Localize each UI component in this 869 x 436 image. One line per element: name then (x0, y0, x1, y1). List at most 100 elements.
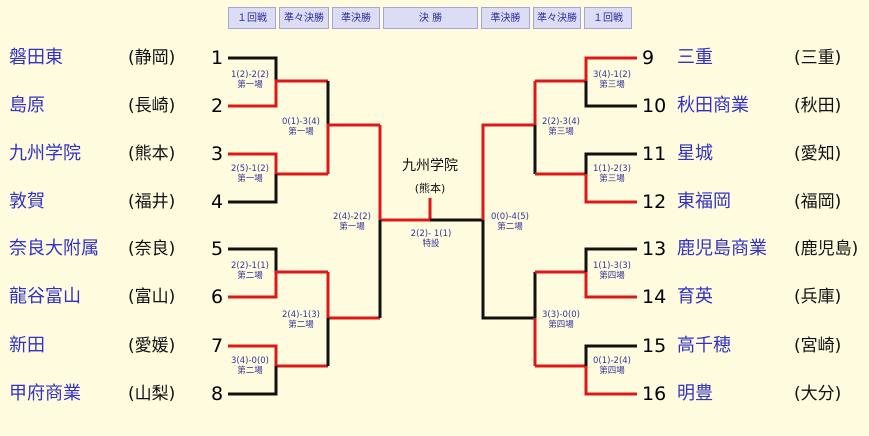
right-team-name[interactable]: 明豊 (677, 383, 713, 404)
right-team-pref: (大分) (794, 384, 842, 404)
right-team-pref: (三重) (794, 48, 842, 68)
right-team-seed: 10 (642, 95, 667, 117)
right-team-seed: 14 (642, 286, 667, 308)
score-text: 1(1)-2(3) (593, 164, 631, 174)
match-score-r1b[interactable]: 1(1)-2(3) 第三場 (587, 164, 637, 184)
left-team-pref: (福井) (128, 192, 176, 212)
match-score-l1d[interactable]: 3(4)-0(0) 第二場 (224, 356, 276, 376)
right-team-seed: 13 (642, 238, 667, 260)
left-team-name[interactable]: 島原 (9, 95, 45, 116)
match-score-r2b[interactable]: 3(3)-0(0) 第四場 (535, 310, 587, 330)
left-team-seed: 2 (211, 95, 224, 117)
left-r1-match-1 (228, 56, 328, 108)
match-score-r1a[interactable]: 3(4)-1(2) 第三場 (587, 70, 637, 90)
left-team-name[interactable]: 磐田東 (9, 47, 63, 68)
match-score-l2a[interactable]: 0(1)-3(4) 第一場 (274, 117, 328, 137)
match-score-l1c[interactable]: 2(2)-1(1) 第二場 (224, 261, 276, 281)
venue-text: 第一場 (237, 174, 263, 184)
left-r3-match (378, 125, 430, 318)
left-team-name[interactable]: 敦賀 (9, 191, 45, 212)
tab-quarterfinal-left[interactable]: 準々決勝 (279, 7, 329, 29)
tab-quarterfinal-right[interactable]: 準々決勝 (533, 7, 581, 29)
right-team-pref: (福岡) (794, 192, 842, 212)
left-r1-match-4 (228, 344, 328, 396)
match-score-l1b[interactable]: 2(5)-1(2) 第一場 (224, 164, 276, 184)
left-r1-match-3 (228, 247, 328, 299)
right-team-pref: (秋田) (794, 96, 842, 116)
right-team-pref: (兵庫) (794, 287, 842, 307)
right-r1-match-3 (535, 247, 637, 299)
right-team-seed: 11 (642, 143, 667, 165)
score-text: 1(1)-3(3) (593, 261, 631, 271)
right-team-pref: (鹿児島) (794, 239, 859, 259)
venue-text: 第四場 (599, 271, 625, 281)
left-team-pref: (奈良) (128, 239, 176, 259)
tab-semifinal-left[interactable]: 準決勝 (332, 7, 380, 29)
right-team-seed: 15 (642, 335, 667, 357)
match-score-r3[interactable]: 0(0)-4(5) 第二場 (484, 212, 536, 232)
left-team-seed: 6 (211, 286, 224, 308)
match-score-r1d[interactable]: 0(1)-2(4) 第四場 (587, 356, 637, 376)
venue-text: 第三場 (548, 127, 574, 137)
right-team-name[interactable]: 三重 (677, 47, 713, 68)
match-score-r2a[interactable]: 2(2)-3(4) 第三場 (535, 117, 587, 137)
venue-text: 第二場 (237, 366, 263, 376)
left-team-seed: 1 (211, 47, 224, 69)
venue-text: 第三場 (599, 80, 625, 90)
right-r1-match-2 (535, 152, 637, 204)
venue-text: 第二場 (497, 222, 523, 232)
venue-text: 第一場 (237, 80, 263, 90)
right-team-name[interactable]: 東福岡 (677, 191, 731, 212)
right-team-name[interactable]: 星城 (677, 143, 713, 164)
right-team-name[interactable]: 鹿児島商業 (677, 238, 767, 259)
score-text: 0(0)-4(5) (491, 212, 529, 222)
left-team-name[interactable]: 九州学院 (9, 143, 81, 164)
match-score-l3[interactable]: 2(4)-2(2) 第一場 (325, 212, 379, 232)
right-team-name[interactable]: 育英 (677, 286, 713, 307)
tab-semifinal-right[interactable]: 準決勝 (481, 7, 530, 29)
final-match (428, 198, 483, 222)
left-r2-match-1 (326, 81, 380, 174)
left-r1-match-2 (228, 152, 328, 204)
left-team-seed: 5 (211, 238, 224, 260)
venue-text: 第二場 (237, 271, 263, 281)
match-score-final[interactable]: 2(2)- 1(1) 特設 (396, 229, 466, 249)
right-team-name[interactable]: 秋田商業 (677, 95, 749, 116)
left-team-name[interactable]: 奈良大附属 (9, 238, 99, 259)
venue-text: 特設 (422, 239, 440, 249)
left-team-name[interactable]: 甲府商業 (9, 383, 81, 404)
left-team-seed: 3 (211, 143, 224, 165)
match-score-r1c[interactable]: 1(1)-3(3) 第四場 (587, 261, 637, 281)
venue-text: 第一場 (339, 222, 365, 232)
tab-round1-left[interactable]: １回戦 (228, 7, 276, 29)
left-team-name[interactable]: 龍谷富山 (9, 286, 81, 307)
left-team-pref: (静岡) (128, 48, 176, 68)
score-text: 3(4)-0(0) (231, 356, 269, 366)
right-r3-match (481, 123, 535, 320)
right-team-seed: 12 (642, 191, 667, 213)
match-score-l1a[interactable]: 1(2)-2(2) 第一場 (224, 70, 276, 90)
score-text: 2(4)-1(3) (282, 310, 320, 320)
venue-text: 第一場 (288, 127, 314, 137)
venue-text: 第三場 (599, 174, 625, 184)
tab-round1-right[interactable]: １回戦 (584, 7, 632, 29)
left-team-seed: 8 (211, 383, 224, 405)
left-team-pref: (富山) (128, 287, 176, 307)
left-team-name[interactable]: 新田 (9, 335, 45, 356)
left-team-pref: (長崎) (128, 96, 176, 116)
score-text: 2(2)-3(4) (542, 117, 580, 127)
right-team-name[interactable]: 高千穂 (677, 335, 731, 356)
champion-pref: (熊本) (414, 182, 446, 195)
score-text: 0(1)-3(4) (282, 117, 320, 127)
tab-final[interactable]: 決 勝 (383, 7, 478, 29)
score-text: 1(2)-2(2) (231, 70, 269, 80)
left-team-seed: 4 (211, 191, 224, 213)
left-r2-match-2 (326, 272, 380, 366)
left-team-pref: (熊本) (128, 144, 176, 164)
champion-name[interactable]: 九州学院 (402, 158, 458, 174)
left-team-seed: 7 (211, 335, 224, 357)
match-score-l2b[interactable]: 2(4)-1(3) 第二場 (274, 310, 328, 330)
right-team-seed: 9 (642, 47, 655, 69)
score-text: 2(2)-1(1) (231, 261, 269, 271)
